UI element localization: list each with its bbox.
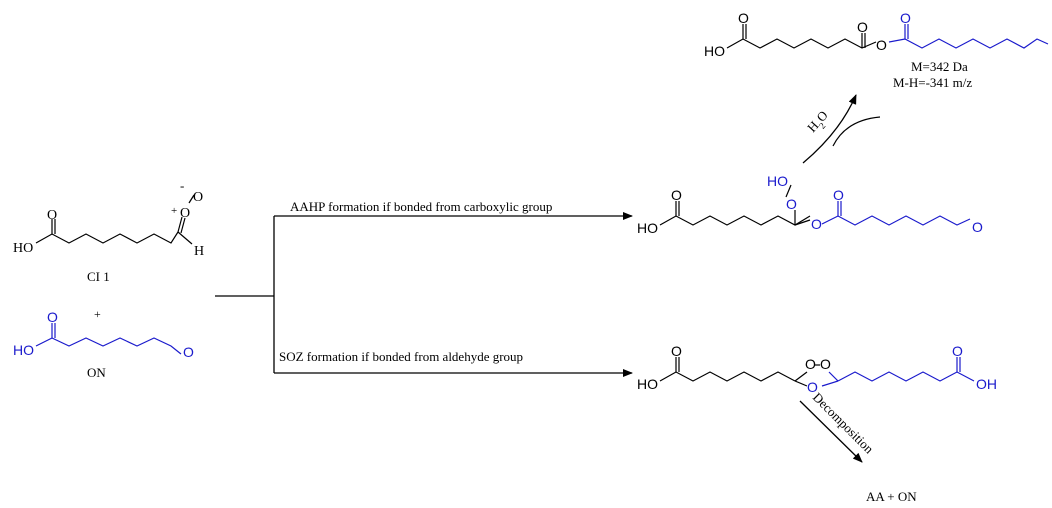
anhydride-product-black (726, 24, 877, 49)
aahp-atoms: O HO HO O O O O (637, 173, 983, 236)
soz-ho: HO (637, 376, 658, 392)
ci-charge-minus: - (180, 178, 184, 193)
ci-label: CI 1 (87, 269, 110, 284)
on-chain-bond (35, 337, 182, 355)
aahp-ester-link (794, 219, 811, 226)
ci-ch-bond (177, 231, 193, 245)
branch-lines (215, 212, 633, 377)
aahp-hydroperoxy-link (785, 184, 792, 198)
aahp-hydroperoxy-ho: HO (767, 173, 788, 189)
soz-ring-o2: O (820, 356, 831, 372)
ci-ho: HO (13, 241, 33, 256)
lower-pathway-label: SOZ formation if bonded from aldehyde gr… (279, 349, 523, 364)
decomposition-arrow (799, 400, 863, 463)
soz-ring-bond-5 (821, 380, 839, 387)
ci-oo-bond (188, 194, 195, 204)
water-reagent: H2O (804, 108, 834, 138)
decomposition-products: AA + ON (866, 489, 917, 504)
ci-carbonyl-o: O (47, 208, 57, 223)
on-carbonyl-o: O (47, 309, 58, 325)
hydrolysis-arrow (802, 94, 857, 164)
on-aldehyde-o: O (183, 344, 194, 360)
ci-h: H (194, 244, 204, 259)
aldehyde-reactant (35, 323, 182, 355)
decomposition-label: Decomposition (810, 390, 877, 457)
aahp-blue-chain (821, 215, 971, 226)
anhydride-product-blue (888, 24, 1049, 49)
aahp-product-black (659, 184, 811, 226)
ci-o1: O (180, 206, 190, 221)
soz-ring-o1: O (805, 356, 816, 372)
soz-ring-bond-4 (828, 371, 839, 382)
anhydride-chain-bond (726, 38, 877, 49)
criegee-intermediate (35, 194, 195, 245)
aahp-hydroperoxy-o: O (786, 196, 797, 212)
anhydride-o2: O (857, 19, 868, 35)
anhydride-ion: M-H=-341 m/z (893, 75, 972, 90)
aahp-product-blue (821, 201, 971, 226)
anhydride-blue-o: O (900, 10, 911, 26)
ci-o2: O (193, 190, 203, 205)
anhydride-ho: HO (704, 43, 725, 59)
upper-pathway-label: AAHP formation if bonded from carboxylic… (290, 199, 552, 214)
ci-chain-bond (35, 231, 179, 244)
anhydride-blue-chain (888, 38, 1049, 49)
anhydride-atoms: O HO O O O (704, 10, 911, 59)
aahp-blue-carbonyl-o: O (833, 187, 844, 203)
soz-chain-bond (659, 371, 796, 382)
soz-carbonyl-o: O (671, 343, 682, 359)
water-uptake-curve (832, 116, 881, 147)
aahp-ho: HO (637, 220, 658, 236)
soz-atoms: O HO O O O O OH (637, 343, 997, 395)
soz-oh: OH (976, 376, 997, 392)
aahp-aldehyde-o: O (972, 219, 983, 235)
ci-co-bond (177, 216, 183, 233)
aahp-carbonyl-o: O (671, 187, 682, 203)
aahp-chain-bond (659, 215, 811, 226)
soz-blue-chain (837, 371, 975, 382)
anhydride-o1: O (738, 10, 749, 26)
ci-atoms: O HO + O - O H CI 1 + (13, 178, 204, 321)
aahp-ester-o: O (811, 216, 822, 232)
soz-blue-carbonyl-o: O (952, 343, 963, 359)
on-atoms: O HO O (13, 309, 194, 360)
plus-sign: + (94, 307, 101, 321)
ci-charge-plus: + (171, 205, 177, 217)
anhydride-bridge-o: O (876, 37, 887, 53)
ci-co-bond-double (180, 217, 186, 234)
on-label: ON (87, 365, 106, 380)
soz-ring-bond-1 (794, 371, 808, 382)
soz-product-black (659, 357, 820, 387)
soz-ring-o3: O (807, 379, 818, 395)
anhydride-mass: M=342 Da (911, 59, 968, 74)
soz-ring-bond-2 (794, 380, 808, 387)
on-ho: HO (13, 342, 34, 358)
soz-product-blue (821, 357, 975, 387)
